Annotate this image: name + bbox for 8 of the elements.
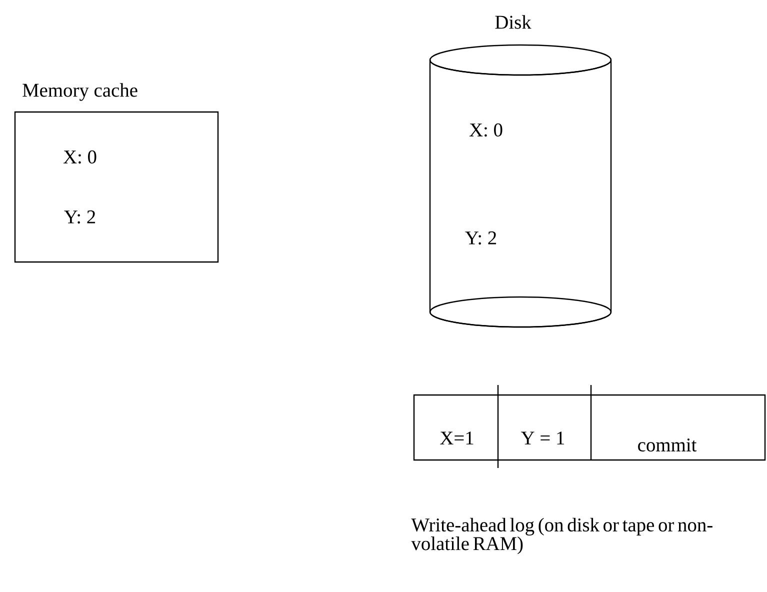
heading-text: Disk bbox=[495, 15, 532, 29]
caption-text: Write-ahead log (on disk or tape or non-volatile RAM) bbox=[411, 518, 712, 554]
heading-text: Memory cache bbox=[22, 83, 138, 101]
cell-text: Y = 1 bbox=[521, 432, 564, 444]
cell-text: X=1 bbox=[440, 432, 474, 444]
value-text: Y: 2 bbox=[64, 210, 96, 224]
cell-text: commit bbox=[638, 438, 697, 452]
value-text: X: 0 bbox=[63, 150, 96, 164]
